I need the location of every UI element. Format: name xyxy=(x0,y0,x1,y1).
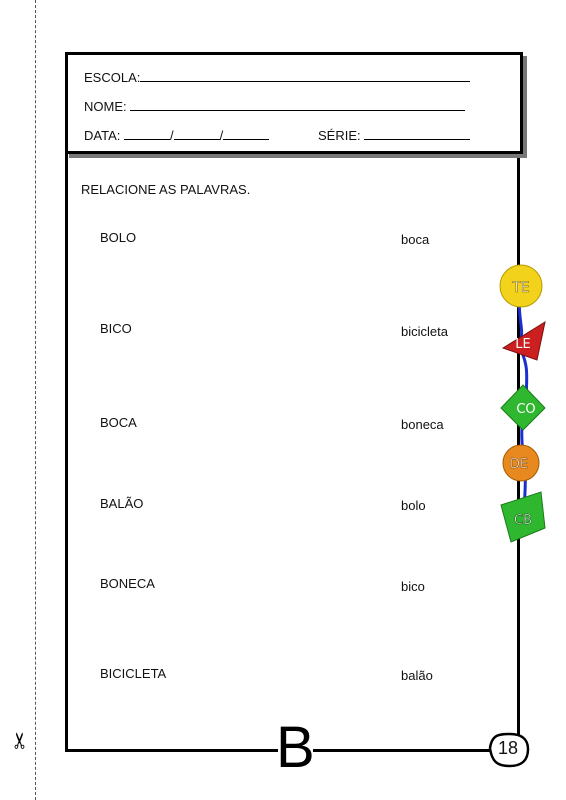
name-line xyxy=(130,98,466,111)
date-month-line xyxy=(173,127,220,140)
cut-line xyxy=(35,0,36,800)
grade-label: SÉRIE: xyxy=(318,128,361,143)
right-word: bico xyxy=(401,579,425,594)
syllable-diamond-icon: CO xyxy=(500,384,546,431)
svg-text:DE: DE xyxy=(510,457,528,472)
syllable-ball-icon: DE xyxy=(502,444,540,482)
right-word: bolo xyxy=(401,498,426,513)
school-field: ESCOLA: xyxy=(84,69,471,85)
left-word: BOCA xyxy=(100,415,137,430)
left-word: BONECA xyxy=(100,576,155,591)
page-number-badge xyxy=(488,732,530,768)
syllable-decoration: TE LE CO DE CB xyxy=(499,264,546,543)
date-separator: / xyxy=(169,128,174,143)
instruction: RELACIONE AS PALAVRAS. xyxy=(81,182,251,197)
date-separator: / xyxy=(219,128,224,143)
student-info-box: ESCOLA: NOME: DATA: / / SÉRIE: xyxy=(65,52,523,154)
frame-bottom-right xyxy=(313,749,491,752)
grade-line xyxy=(364,127,471,140)
scissors-icon: ✂ xyxy=(8,731,34,750)
syllable-circle-icon: TE xyxy=(499,264,543,308)
left-word: BICICLETA xyxy=(100,666,167,681)
svg-text:CB: CB xyxy=(514,513,532,528)
grade-field: SÉRIE: xyxy=(318,127,471,143)
svg-text:TE: TE xyxy=(511,280,529,296)
svg-text:LE: LE xyxy=(515,337,530,352)
date-year-line xyxy=(223,127,270,140)
left-word: BICO xyxy=(100,321,132,336)
frame-bottom-left xyxy=(65,749,278,752)
school-line xyxy=(140,69,471,82)
date-label: DATA: xyxy=(84,128,121,143)
right-word: boca xyxy=(401,232,430,247)
alphabet-letter: B xyxy=(276,715,315,780)
right-word: bicicleta xyxy=(401,324,448,339)
school-label: ESCOLA: xyxy=(84,70,141,85)
right-word: balão xyxy=(401,668,433,683)
name-label: NOME: xyxy=(84,99,127,114)
syllable-triangle-icon: LE xyxy=(501,320,546,361)
left-word: BALÃO xyxy=(100,496,144,511)
name-field: NOME: xyxy=(84,98,466,114)
syllable-square-icon: CB xyxy=(500,491,546,543)
date-field: DATA: / / xyxy=(84,127,270,143)
worksheet-frame xyxy=(65,52,520,751)
right-word: boneca xyxy=(401,417,444,432)
date-day-line xyxy=(123,127,170,140)
svg-text:CO: CO xyxy=(516,402,535,417)
left-word: BOLO xyxy=(100,230,137,245)
page-number: 18 xyxy=(498,738,519,758)
